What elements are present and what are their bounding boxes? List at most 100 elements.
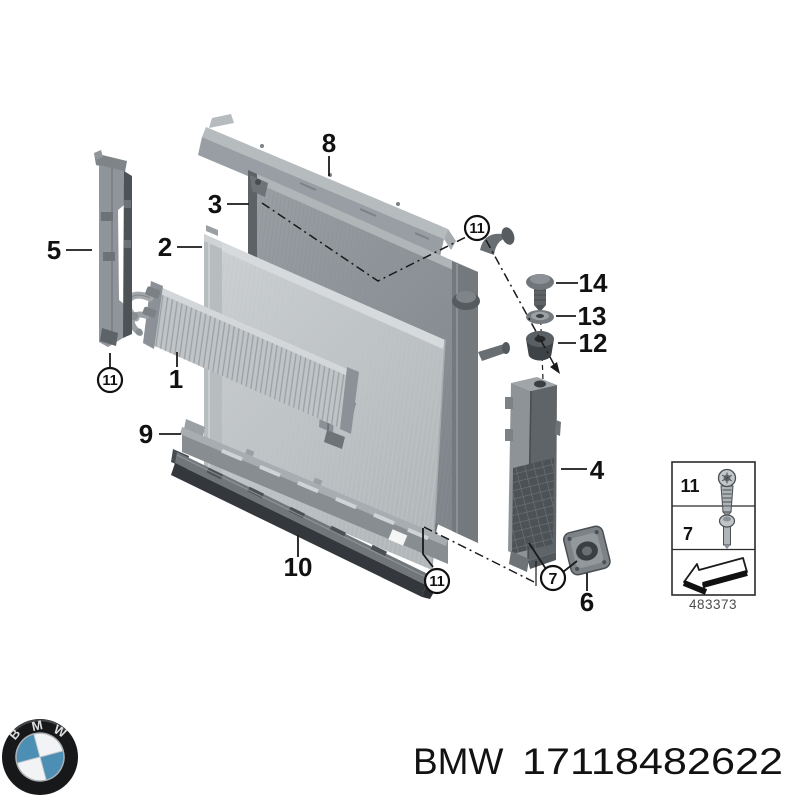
logo-inner-rim: [15, 732, 65, 782]
callout-labels: 8 3 2 5 1 4 9 10 6 14 13 12 11 11 11 7: [47, 128, 608, 617]
shroud-bump: [245, 448, 255, 457]
cooler-right-plate: [340, 367, 359, 434]
callout-10: 10: [284, 552, 313, 582]
legend-ref-11: 11: [680, 476, 699, 496]
bracket5-side-face: [123, 171, 132, 338]
tank-top-nub: [206, 225, 218, 236]
grommet-hole: [534, 335, 546, 343]
bracket5-tab: [124, 200, 131, 208]
bmw-roundel-logo: B M W: [2, 717, 78, 795]
footer: B M W BMW 17118482622: [2, 717, 783, 795]
radiator-top-mount-tab: [250, 175, 268, 197]
snap-line-top: [261, 202, 469, 282]
panel-right-tip: [444, 229, 456, 250]
callout-11-bottom-label: 11: [429, 574, 444, 590]
logo-cross-lines: [16, 733, 64, 781]
pipe-nipple: [135, 328, 143, 336]
cooler-top-edge: [156, 286, 352, 377]
bracket4-foot: [509, 551, 529, 572]
pipe-fitting: [142, 306, 157, 318]
panel-hole: [396, 202, 400, 206]
bracket4-mount-hole: [534, 380, 546, 388]
radiator-top-hose-fitting: [480, 233, 510, 255]
callout-11-left: 11: [96, 366, 124, 394]
part-12-rubber-grommet: [526, 331, 554, 361]
radiator-side-fitting: [478, 344, 508, 361]
leader-lines: [66, 156, 588, 591]
bracket5-notch: [101, 212, 113, 221]
callout-circle: [423, 567, 451, 595]
bracket4-side-notch: [555, 420, 561, 436]
legend-box: 11 7 48: [671, 461, 756, 612]
leader-7-to-mount: [562, 560, 578, 573]
shroud-notch: [388, 529, 408, 546]
tank-cap: [204, 234, 222, 249]
part-10-lower-strip: [171, 449, 434, 599]
leader-7-to-bracket: [528, 542, 547, 570]
panel-front-face: [198, 137, 444, 257]
callout-11-bottom: 11: [423, 567, 451, 595]
hose-stub: [501, 227, 515, 245]
callout-2: 2: [158, 232, 172, 262]
callout-5: 5: [47, 235, 61, 265]
part-14-expansion-rivet: [526, 274, 554, 312]
callout-4: 4: [590, 455, 605, 485]
mount-rivet: [594, 530, 599, 535]
shroud-left-tab: [184, 419, 205, 437]
bracket5-bottom-clip: [100, 328, 118, 346]
callout-7-label: 7: [549, 571, 558, 588]
callout-11-top-label: 11: [469, 221, 484, 237]
footer-part-number: 17118482622: [522, 741, 783, 782]
callout-13: 13: [578, 301, 607, 331]
part-4-right-bracket: [505, 377, 561, 572]
callout-6: 6: [580, 587, 594, 617]
washer-hole: [536, 314, 544, 318]
logo-quarters: [15, 732, 65, 782]
panel-left-jag: [209, 114, 234, 128]
bracket4-bottom-step: [528, 552, 556, 569]
mount-rivet: [602, 560, 607, 565]
legend-diagram-code: 483373: [689, 597, 737, 612]
strip-front-face: [171, 463, 426, 597]
torx-threads: [722, 489, 732, 507]
callout-14: 14: [579, 268, 608, 298]
callout-11-left-label: 11: [102, 373, 117, 389]
snap-line-bottom: [423, 526, 537, 584]
callout-circle: [96, 366, 124, 394]
part-8-top-panel: [198, 114, 456, 257]
bracket5-notch: [103, 252, 115, 261]
assembly-lines: [261, 202, 560, 586]
screw-head-top: [723, 516, 731, 522]
panel-top-face: [202, 127, 448, 239]
radiator-right-tank: [452, 261, 478, 543]
part-1-oil-cooler: [124, 281, 359, 434]
footer-brand: BMW: [413, 741, 504, 782]
leader-11-bottom: [422, 528, 434, 568]
mount-pin: [255, 179, 261, 185]
shroud-bump: [313, 477, 323, 486]
torx-screw-icon: [717, 468, 737, 518]
pipe-fitting: [145, 286, 161, 299]
callout-circle: [539, 564, 567, 592]
logo-ring-highlight: [13, 719, 67, 732]
callout-8: 8: [322, 128, 336, 158]
cooler-fins: [150, 286, 352, 430]
bracket5-tab: [124, 240, 131, 248]
torx-star: [721, 472, 733, 484]
callout-11-top: 11: [463, 214, 491, 242]
callout-7: 7: [539, 564, 567, 592]
direction-arrow-icon: [682, 557, 748, 595]
part-13-washer: [526, 310, 554, 324]
bracket5-top-foot: [94, 153, 127, 172]
screw-shaft: [723, 525, 731, 546]
pan-head-screw-icon: [718, 514, 736, 549]
callout-3: 3: [208, 189, 222, 219]
mount-rivet: [575, 566, 580, 571]
mount-bushing-core: [582, 546, 592, 556]
condenser-top-edge: [222, 242, 445, 349]
rivet-head-top: [530, 274, 550, 284]
bracket5-step: [94, 150, 103, 160]
callout-9: 9: [139, 419, 153, 449]
radiator-top-edge: [248, 170, 478, 281]
